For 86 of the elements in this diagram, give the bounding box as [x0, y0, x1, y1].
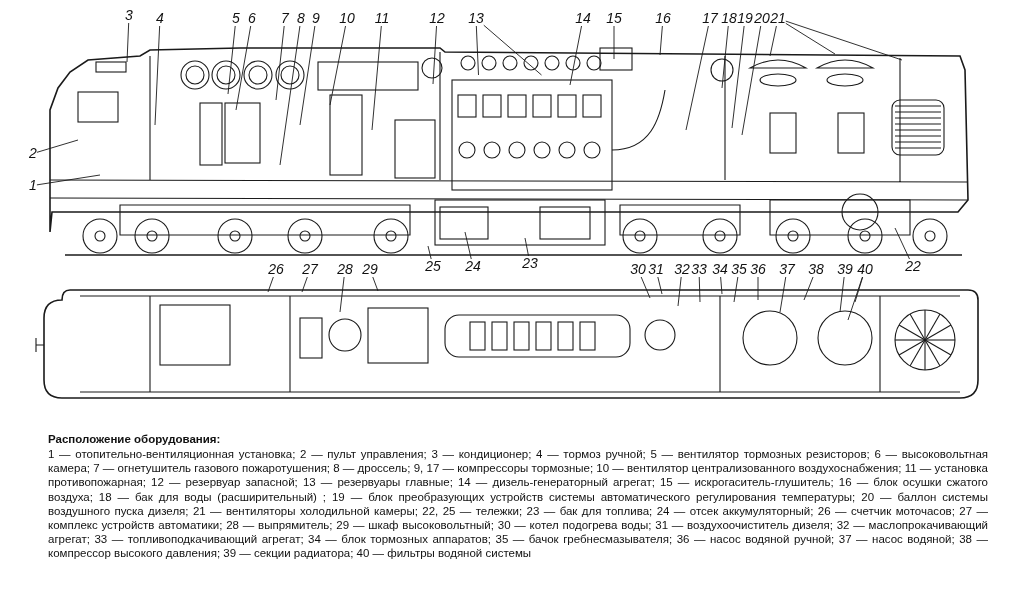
callout-number: 2 — [29, 146, 37, 161]
leader-line — [779, 276, 787, 313]
callout-number: 39 — [837, 262, 853, 277]
leader-line — [731, 25, 745, 129]
leader-line — [569, 25, 582, 86]
leader-line — [685, 25, 709, 131]
callout-number: 32 — [674, 262, 690, 277]
leader-line — [235, 25, 252, 111]
callout-number: 3 — [125, 8, 133, 23]
caption-heading: Расположение оборудования: — [48, 432, 221, 446]
callout-number: 33 — [691, 262, 707, 277]
leader-line — [894, 227, 910, 260]
leader-line — [677, 276, 682, 307]
callout-number: 25 — [425, 259, 441, 274]
callout-number: 29 — [362, 262, 378, 277]
callout-number: 30 — [630, 262, 646, 277]
leader-line — [720, 276, 723, 295]
callout-number: 8 — [297, 11, 305, 26]
leader-line — [613, 25, 615, 60]
leader-line — [757, 276, 759, 301]
callout-number: 10 — [339, 11, 355, 26]
leader-line — [769, 25, 777, 57]
leader-line — [698, 276, 701, 303]
callout-number: 15 — [606, 11, 622, 26]
callout-number: 12 — [429, 11, 445, 26]
leader-line — [733, 276, 739, 303]
leader-line — [329, 25, 346, 106]
callout-number: 26 — [268, 262, 284, 277]
leader-line — [427, 245, 432, 260]
callout-number: 23 — [522, 256, 538, 271]
leader-line — [721, 25, 729, 89]
leader-line — [372, 276, 379, 292]
callout-number: 28 — [337, 262, 353, 277]
callout-number: 19 — [737, 11, 753, 26]
leader-line — [640, 276, 651, 299]
callout-number: 6 — [248, 11, 256, 26]
callout-number: 11 — [374, 11, 390, 26]
leader-line — [267, 276, 274, 293]
leader-line — [339, 276, 345, 313]
leader-line — [785, 22, 836, 55]
leader-line — [126, 22, 130, 63]
callout-number: 9 — [312, 11, 320, 26]
callout-number: 13 — [468, 11, 484, 26]
callout-number: 1 — [29, 178, 37, 193]
leader-line — [299, 25, 316, 126]
callout-number: 24 — [465, 259, 481, 274]
leader-line — [371, 25, 382, 131]
callout-number: 31 — [648, 262, 664, 277]
callout-number: 35 — [731, 262, 747, 277]
leader-line — [785, 20, 903, 61]
leader-line — [432, 25, 437, 85]
leader-line — [854, 276, 864, 303]
callout-number: 4 — [156, 11, 164, 26]
leader-line — [154, 25, 161, 126]
leader-line — [227, 25, 236, 95]
leader-line — [475, 25, 479, 76]
leader-line — [741, 25, 762, 136]
leader-line — [36, 174, 101, 186]
callout-number: 14 — [575, 11, 591, 26]
callout-number: 18 — [721, 11, 737, 26]
callout-number: 27 — [302, 262, 318, 277]
leader-line — [657, 276, 663, 295]
callout-number: 40 — [857, 262, 873, 277]
leader-line — [803, 276, 814, 301]
leader-line — [279, 25, 301, 166]
callout-number: 5 — [232, 11, 240, 26]
leader-line — [483, 24, 542, 76]
callout-number: 34 — [712, 262, 728, 277]
callout-number: 17 — [702, 11, 718, 26]
leader-line — [524, 237, 529, 257]
leader-line — [659, 25, 663, 56]
callout-number: 16 — [655, 11, 671, 26]
callout-number: 20 — [754, 11, 770, 26]
leader-line — [839, 276, 845, 313]
leader-line — [275, 25, 285, 101]
leader-line — [847, 276, 863, 321]
callout-number: 21 — [770, 11, 786, 26]
leader-line — [464, 231, 472, 260]
callout-number: 38 — [808, 262, 824, 277]
leader-line — [36, 139, 79, 153]
callout-number: 22 — [905, 259, 921, 274]
callout-number: 37 — [779, 262, 795, 277]
caption-text: 1 — отопительно-вентиляционная установка; 2 — пульт управления; 3 — кондиционер; 4 — тормоз ручной; 5 — вентилятор тормозных резисторов; 6 — высоковольтная камера; 7 — огнетушитель газового пожаротушения; 8 — дроссель; 9, 17 — компрессоры тормозные; 10 — вентилятор централизованного воздухоснабжения; 11 — установка противопожарная; 12 — резервуар запасной; 13 — резервуары главные; 14 — дизель-генераторный агрегат; 15 — искрогаситель-глушитель; 16 — блок осушки сжатого воздуха; 18 — бак для воды (расширительный) ; 19 — блок преобразующих устройств системы автоматического регулирования температуры; 20 — баллон системы воздушного пуска дизеля; 21 — вентиляторы холодильной камеры; 22, 25 — тележки; 23 — бак для топлива; 24 — отсек аккумуляторный; 26 — счетчик моточасов; 27 — комплекс устройств автоматики; 28 — выпрямитель; 29 — шкаф высоковольтный; 30 — котел подогрева воды; 31 — воздухоочиститель дизеля; 32 — маслопрокачивающий агрегат; 33 — топливоподкачивающий агрегат; 34 — блок тормозных аппаратов; 35 — бачок гребнесмазывателя; 36 — насос водяной ручной; 37 — насос водяной; 38 — компрессор высокого давления; 39 — секции радиатора; 40 — фильтры водяной системы — [48, 447, 988, 561]
callout-number: 36 — [750, 262, 766, 277]
leader-line — [301, 276, 308, 293]
callout-number: 7 — [281, 11, 289, 26]
